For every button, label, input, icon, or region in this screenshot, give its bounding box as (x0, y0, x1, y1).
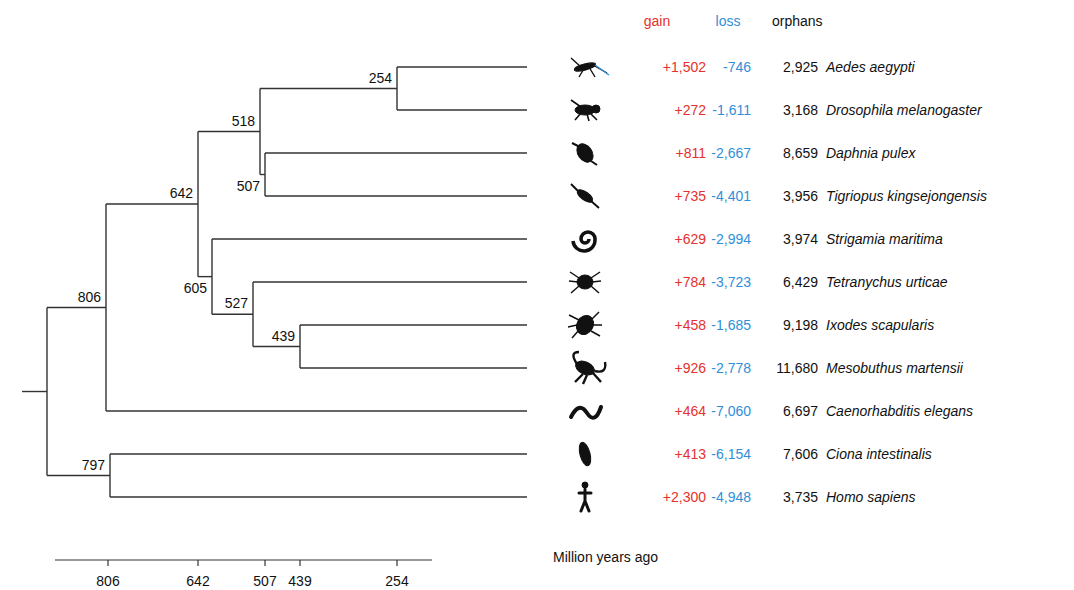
species-name: Homo sapiens (826, 489, 916, 505)
species-name: Daphnia pulex (826, 145, 916, 161)
tree-branch (106, 203, 198, 204)
orphan-count: 7,606 (783, 446, 818, 462)
species-name: Drosophila melanogaster (826, 102, 982, 118)
fly-icon (571, 100, 600, 121)
loss-count: -2,667 (711, 145, 751, 161)
loss-count: -2,778 (711, 360, 751, 376)
gain-count: +458 (674, 317, 706, 333)
tree-branch (397, 109, 527, 110)
species-name: Tigriopus kingsejongensis (826, 188, 987, 204)
axis-tick-label: 642 (186, 573, 209, 589)
divergence-time: 507 (237, 178, 260, 194)
tree-branch (265, 195, 527, 196)
sea-squirt-icon (577, 441, 593, 467)
axis-tick-label: 507 (253, 573, 276, 589)
gain-count: +735 (674, 188, 706, 204)
gain-count: +926 (674, 360, 706, 376)
tree-branch (300, 367, 527, 368)
divergence-time: 254 (369, 70, 392, 86)
human-icon (579, 482, 591, 511)
tree-branch (198, 276, 212, 277)
nematode-icon (571, 407, 601, 418)
tree-branches (22, 67, 527, 497)
tree-branch (253, 346, 300, 347)
orphan-count: 3,735 (783, 489, 818, 505)
axis-tick-label: 254 (385, 573, 408, 589)
divergence-time: 806 (78, 289, 101, 305)
tree-branch (212, 314, 253, 315)
column-header: gain (644, 13, 670, 29)
gain-count: +629 (674, 231, 706, 247)
orphan-count: 3,168 (783, 102, 818, 118)
loss-count: -4,401 (711, 188, 751, 204)
axis-tick-label: 806 (96, 573, 119, 589)
divergence-time: 642 (170, 185, 193, 201)
orphan-count: 3,956 (783, 188, 818, 204)
loss-count: -7,060 (711, 403, 751, 419)
loss-count: -2,994 (711, 231, 751, 247)
gain-count: +1,502 (663, 59, 706, 75)
tree-branch (22, 391, 47, 392)
tree-branch (260, 174, 265, 175)
axis-tick-label: 439 (288, 573, 311, 589)
tree-branch (198, 131, 260, 132)
column-header: orphans (772, 13, 823, 29)
tree-branch (260, 88, 397, 89)
gain-count: +784 (674, 274, 706, 290)
tick-icon (568, 312, 602, 338)
centipede-icon (573, 232, 595, 251)
species-name: Caenorhabditis elegans (826, 403, 973, 419)
species-name: Ixodes scapularis (826, 317, 934, 333)
orphan-count: 8,659 (783, 145, 818, 161)
orphan-count: 6,429 (783, 274, 818, 290)
loss-count: -6,154 (711, 446, 751, 462)
species-name: Ciona intestinalis (826, 446, 932, 462)
loss-count: -1,611 (712, 102, 751, 118)
tree-branch (212, 238, 527, 239)
tree-branch (110, 496, 527, 497)
tree-branch (47, 475, 110, 476)
loss-count: -4,948 (711, 489, 751, 505)
species-name: Mesobuthus martensii (826, 360, 963, 376)
species-name: Aedes aegypti (826, 59, 915, 75)
tree-branch (110, 453, 527, 454)
gain-count: +272 (674, 102, 706, 118)
mite-icon (569, 272, 601, 293)
tree-branch (106, 410, 527, 411)
orphan-count: 6,697 (783, 403, 818, 419)
orphan-count: 3,974 (783, 231, 818, 247)
column-header: loss (716, 13, 741, 29)
time-axis (55, 560, 432, 566)
gain-count: +413 (674, 446, 706, 462)
orphan-count: 2,925 (783, 59, 818, 75)
axis-title: Million years ago (553, 549, 658, 565)
species-name: Strigamia maritima (826, 231, 943, 247)
divergence-time: 605 (184, 280, 207, 296)
orphan-count: 11,680 (776, 360, 818, 376)
species-name: Tetranychus urticae (826, 274, 948, 290)
loss-count: -3,723 (711, 274, 751, 290)
loss-count: -1,685 (711, 317, 751, 333)
mosquito-icon (571, 58, 609, 77)
copepod-icon (571, 184, 599, 208)
loss-count: -746 (723, 59, 751, 75)
gain-count: +2,300 (663, 489, 706, 505)
tree-branch (300, 324, 527, 325)
divergence-time: 439 (272, 328, 295, 344)
divergence-time: 518 (232, 113, 255, 129)
orphan-count: 9,198 (783, 317, 818, 333)
scorpion-icon (573, 352, 605, 384)
divergence-time: 797 (82, 457, 105, 473)
tree-branch (253, 281, 527, 282)
gain-count: +464 (674, 403, 706, 419)
tree-branch (47, 307, 106, 308)
water-flea-icon (572, 141, 597, 165)
tree-branch (265, 152, 527, 153)
organism-icons (568, 58, 609, 511)
gain-count: +811 (676, 145, 707, 161)
divergence-time: 527 (225, 295, 248, 311)
tree-branch (397, 66, 527, 67)
